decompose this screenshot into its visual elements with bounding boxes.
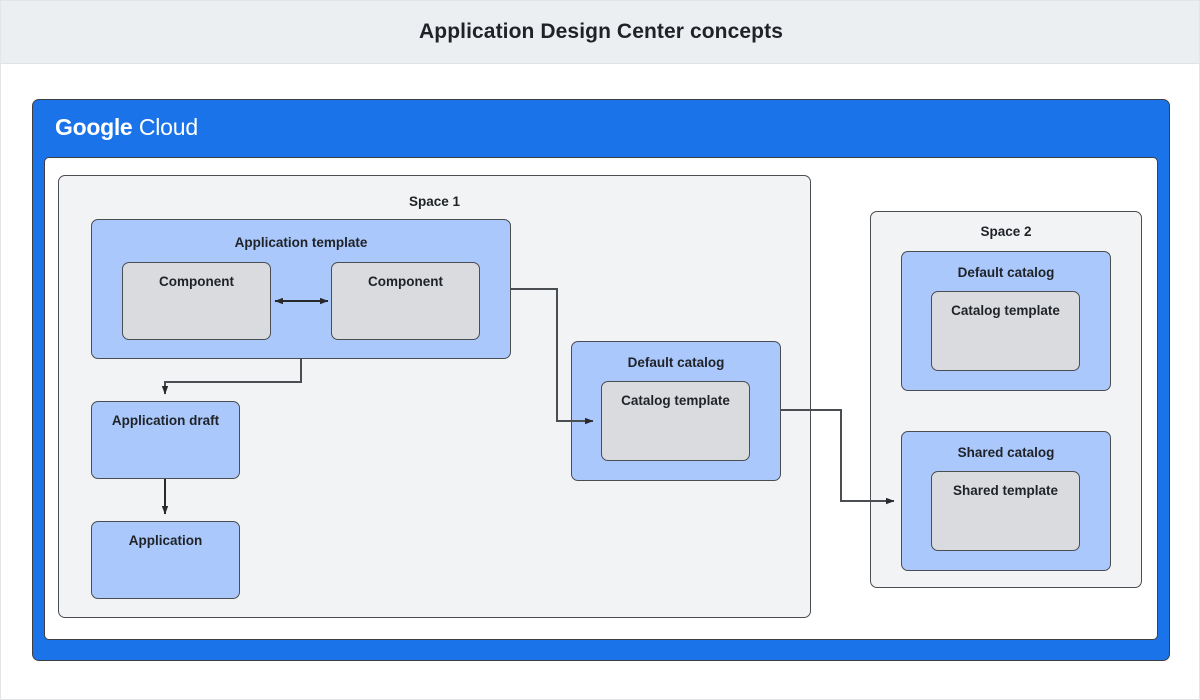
- default-catalog-2-label: Default catalog: [957, 265, 1055, 280]
- catalog-template-box-space-2[interactable]: Catalog template: [931, 291, 1080, 371]
- component-box-2[interactable]: Component: [331, 262, 480, 340]
- application-label: Application: [128, 533, 203, 548]
- application-draft-label: Application draft: [111, 413, 220, 428]
- component-box-1[interactable]: Component: [122, 262, 271, 340]
- logo-google-word: Google: [55, 114, 133, 140]
- page-header: Application Design Center concepts: [1, 1, 1199, 64]
- shared-template-box[interactable]: Shared template: [931, 471, 1080, 551]
- component-2-label: Component: [368, 274, 443, 289]
- page-title: Application Design Center concepts: [419, 20, 783, 43]
- google-cloud-logo: Google Cloud: [55, 114, 198, 141]
- application-draft-node[interactable]: Application draft: [91, 401, 240, 479]
- space-2-label: Space 2: [980, 224, 1032, 239]
- application-template-label: Application template: [234, 235, 368, 250]
- component-1-label: Component: [159, 274, 234, 289]
- default-catalog-1-label: Default catalog: [627, 355, 725, 370]
- catalog-template-1-label: Catalog template: [621, 393, 730, 408]
- application-node[interactable]: Application: [91, 521, 240, 599]
- catalog-template-box-space-1[interactable]: Catalog template: [601, 381, 750, 461]
- shared-template-label: Shared template: [952, 483, 1059, 498]
- logo-cloud-word: Cloud: [138, 114, 198, 140]
- space-1-label: Space 1: [408, 194, 461, 209]
- shared-catalog-label: Shared catalog: [957, 445, 1055, 460]
- catalog-template-2-label: Catalog template: [951, 303, 1060, 318]
